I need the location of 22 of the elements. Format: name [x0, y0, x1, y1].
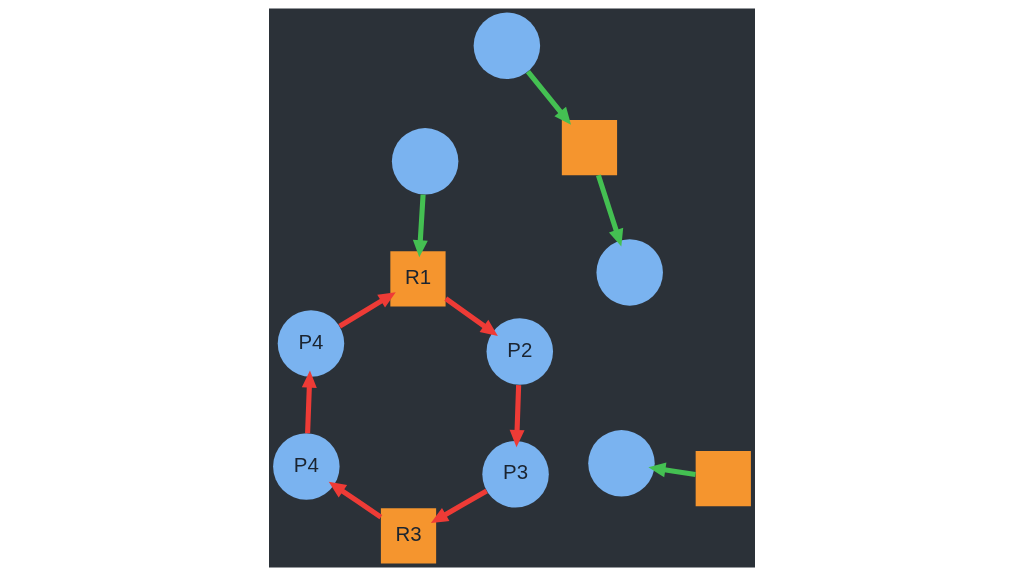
node-circle	[391, 128, 459, 195]
node-box: R1	[390, 251, 446, 307]
node-circle: P3	[482, 441, 549, 508]
arrow	[338, 292, 396, 329]
node-circle: P4	[277, 310, 345, 377]
arrow	[444, 296, 498, 336]
node-circle: P4	[273, 433, 340, 500]
arrow	[525, 70, 572, 125]
arrow	[509, 384, 525, 448]
arrow	[412, 194, 428, 258]
node-circle	[596, 239, 663, 306]
node-circle	[588, 430, 655, 497]
node-box: R3	[380, 508, 437, 564]
arrow	[328, 481, 383, 520]
node-box	[561, 119, 618, 176]
node-circle	[473, 12, 541, 79]
node-circle: P2	[486, 318, 554, 385]
node-box	[695, 450, 751, 507]
arrow	[430, 488, 488, 523]
arrow	[595, 174, 624, 247]
arrow	[301, 370, 317, 434]
arrow	[648, 462, 696, 478]
